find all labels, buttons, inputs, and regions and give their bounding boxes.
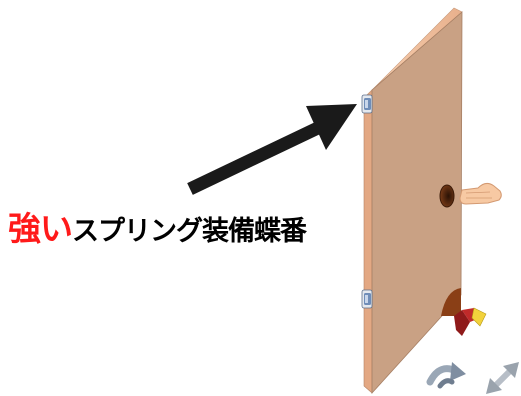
caption-emphasis: 強い bbox=[8, 209, 73, 248]
hinge-icon bbox=[361, 94, 373, 114]
hinge-icon bbox=[361, 289, 373, 309]
door-bottom-notch bbox=[441, 288, 461, 316]
pull-handle-icon bbox=[454, 307, 487, 336]
hand-icon bbox=[459, 182, 502, 205]
hinge-caption: 強いスプリング装備蝶番 bbox=[8, 209, 307, 250]
door-edge bbox=[363, 89, 373, 394]
door-icon bbox=[363, 7, 463, 395]
door-hole bbox=[439, 184, 455, 208]
rotate-icon bbox=[426, 362, 466, 389]
pointer-arrow-icon bbox=[187, 104, 357, 195]
caption-text: スプリング装備蝶番 bbox=[72, 216, 307, 247]
resize-icon bbox=[486, 362, 519, 394]
